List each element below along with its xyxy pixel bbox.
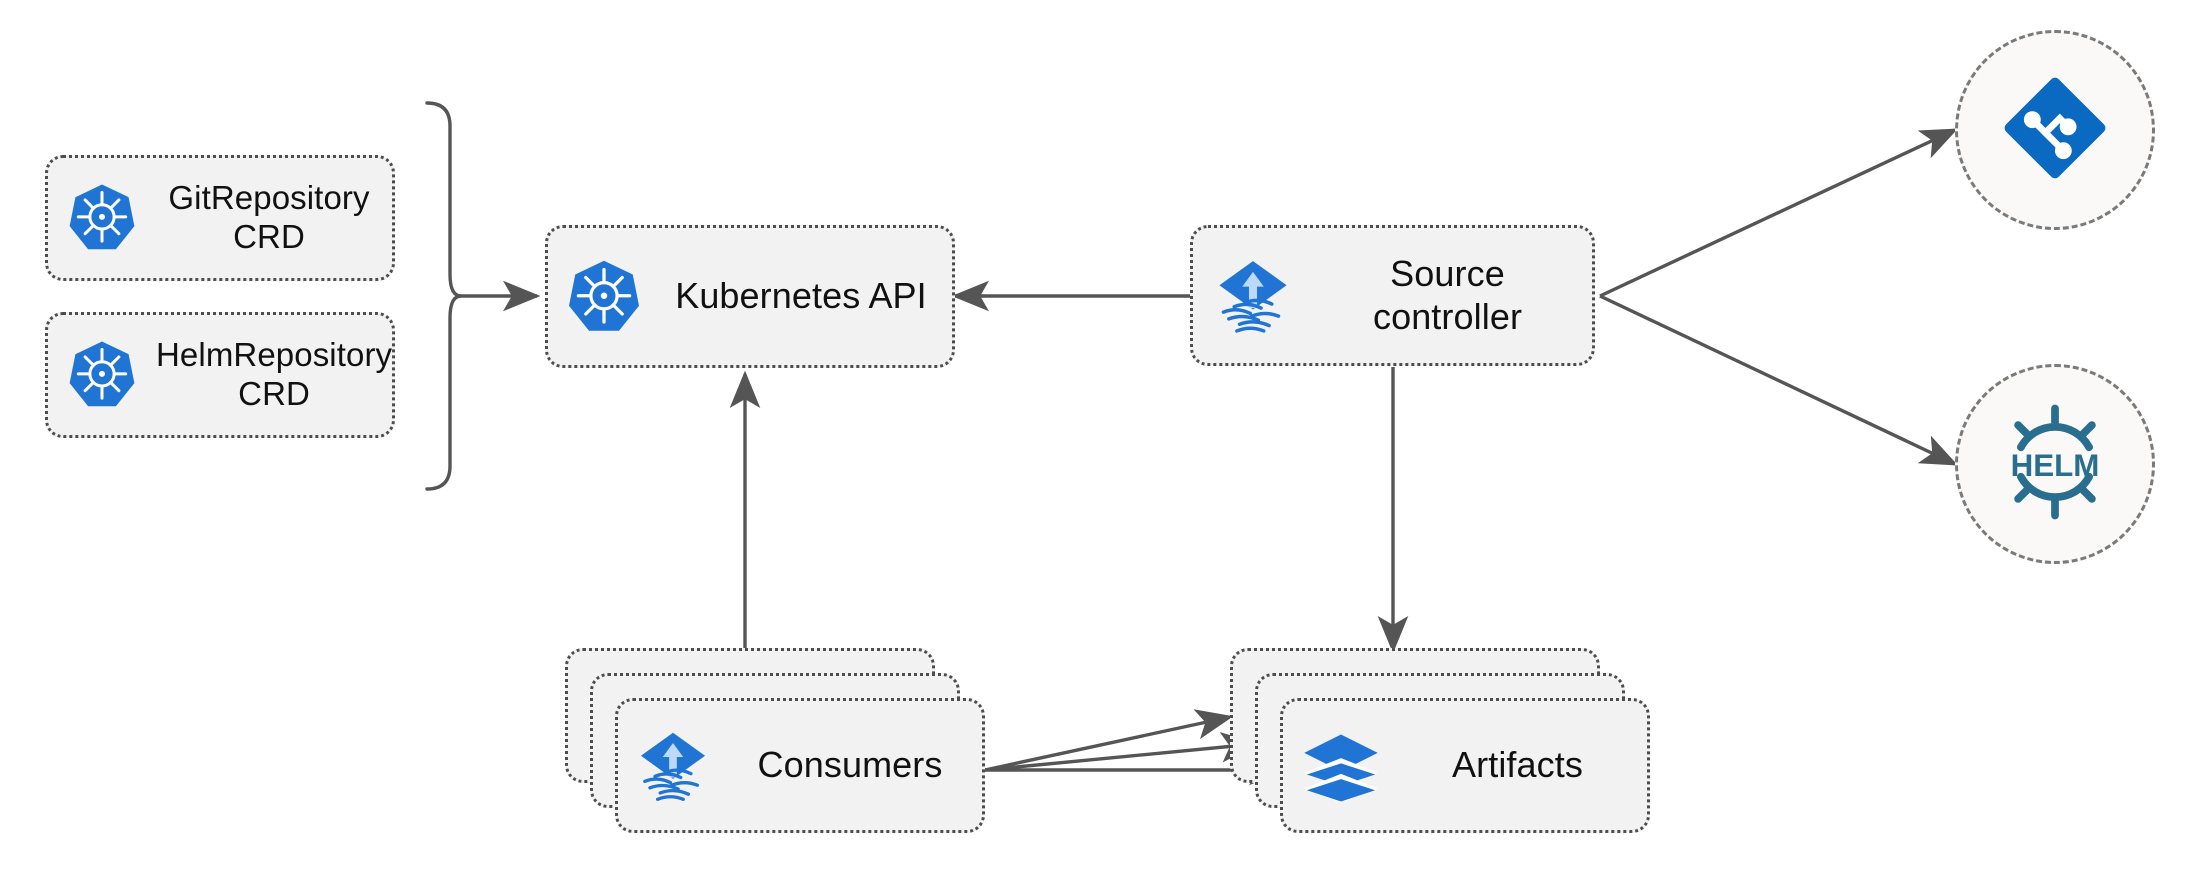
crd-label: HelmRepository CRD: [156, 336, 393, 412]
external-git-target[interactable]: [1955, 30, 2155, 230]
crd-group-brace: [425, 101, 541, 491]
layers-icon: [1283, 724, 1398, 808]
kubernetes-icon: [48, 338, 156, 412]
git-icon: [2001, 74, 2109, 187]
edge-source-to-git: [1599, 128, 1959, 298]
node-helm-repository-crd[interactable]: HelmRepository CRD: [45, 312, 395, 438]
node-label: Kubernetes API: [675, 275, 927, 317]
edge-source-to-helm: [1599, 294, 1959, 466]
external-helm-target[interactable]: HELM: [1955, 364, 2155, 564]
kubernetes-icon: [48, 181, 156, 255]
edge-consumers-to-artifacts-mid: [984, 732, 1259, 772]
kubernetes-icon: [548, 257, 660, 337]
node-consumers[interactable]: Consumers: [615, 698, 985, 833]
node-source-controller[interactable]: Source controller: [1190, 225, 1595, 366]
node-kubernetes-api[interactable]: Kubernetes API: [545, 225, 955, 368]
helm-icon: HELM: [1996, 403, 2114, 526]
node-git-repository-crd[interactable]: GitRepository CRD: [45, 155, 395, 281]
flux-source-icon: [618, 725, 728, 807]
helm-wordmark: HELM: [2011, 447, 2100, 482]
crd-label: GitRepository CRD: [168, 179, 370, 255]
node-label: Consumers: [757, 744, 943, 786]
node-label: Source controller: [1372, 253, 1523, 337]
edge-consumers-to-artifacts-back: [984, 709, 1234, 772]
node-label: Artifacts: [1452, 744, 1583, 786]
flux-source-icon: [1193, 253, 1313, 339]
node-artifacts[interactable]: Artifacts: [1280, 698, 1650, 833]
